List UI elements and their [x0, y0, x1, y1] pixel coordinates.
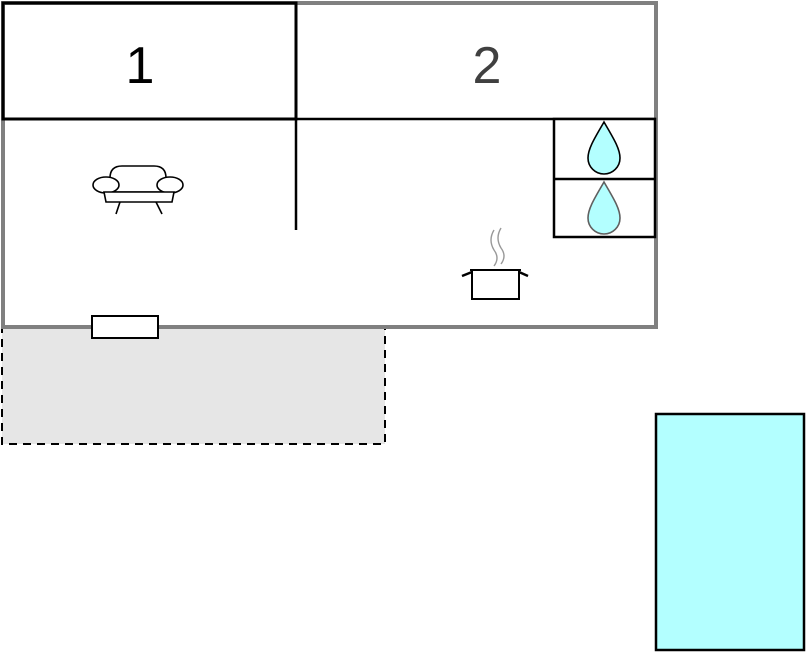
sofa-icon	[92, 165, 184, 215]
cooking-pot-icon	[461, 227, 529, 300]
water-drop-icon	[587, 120, 621, 175]
water-drop-icon	[587, 180, 621, 235]
room-2-number: 2	[473, 37, 502, 95]
window-icon	[91, 315, 159, 339]
room-1-number: 1	[126, 37, 155, 95]
terrace-area	[1, 326, 386, 445]
pool-area	[654, 412, 806, 652]
